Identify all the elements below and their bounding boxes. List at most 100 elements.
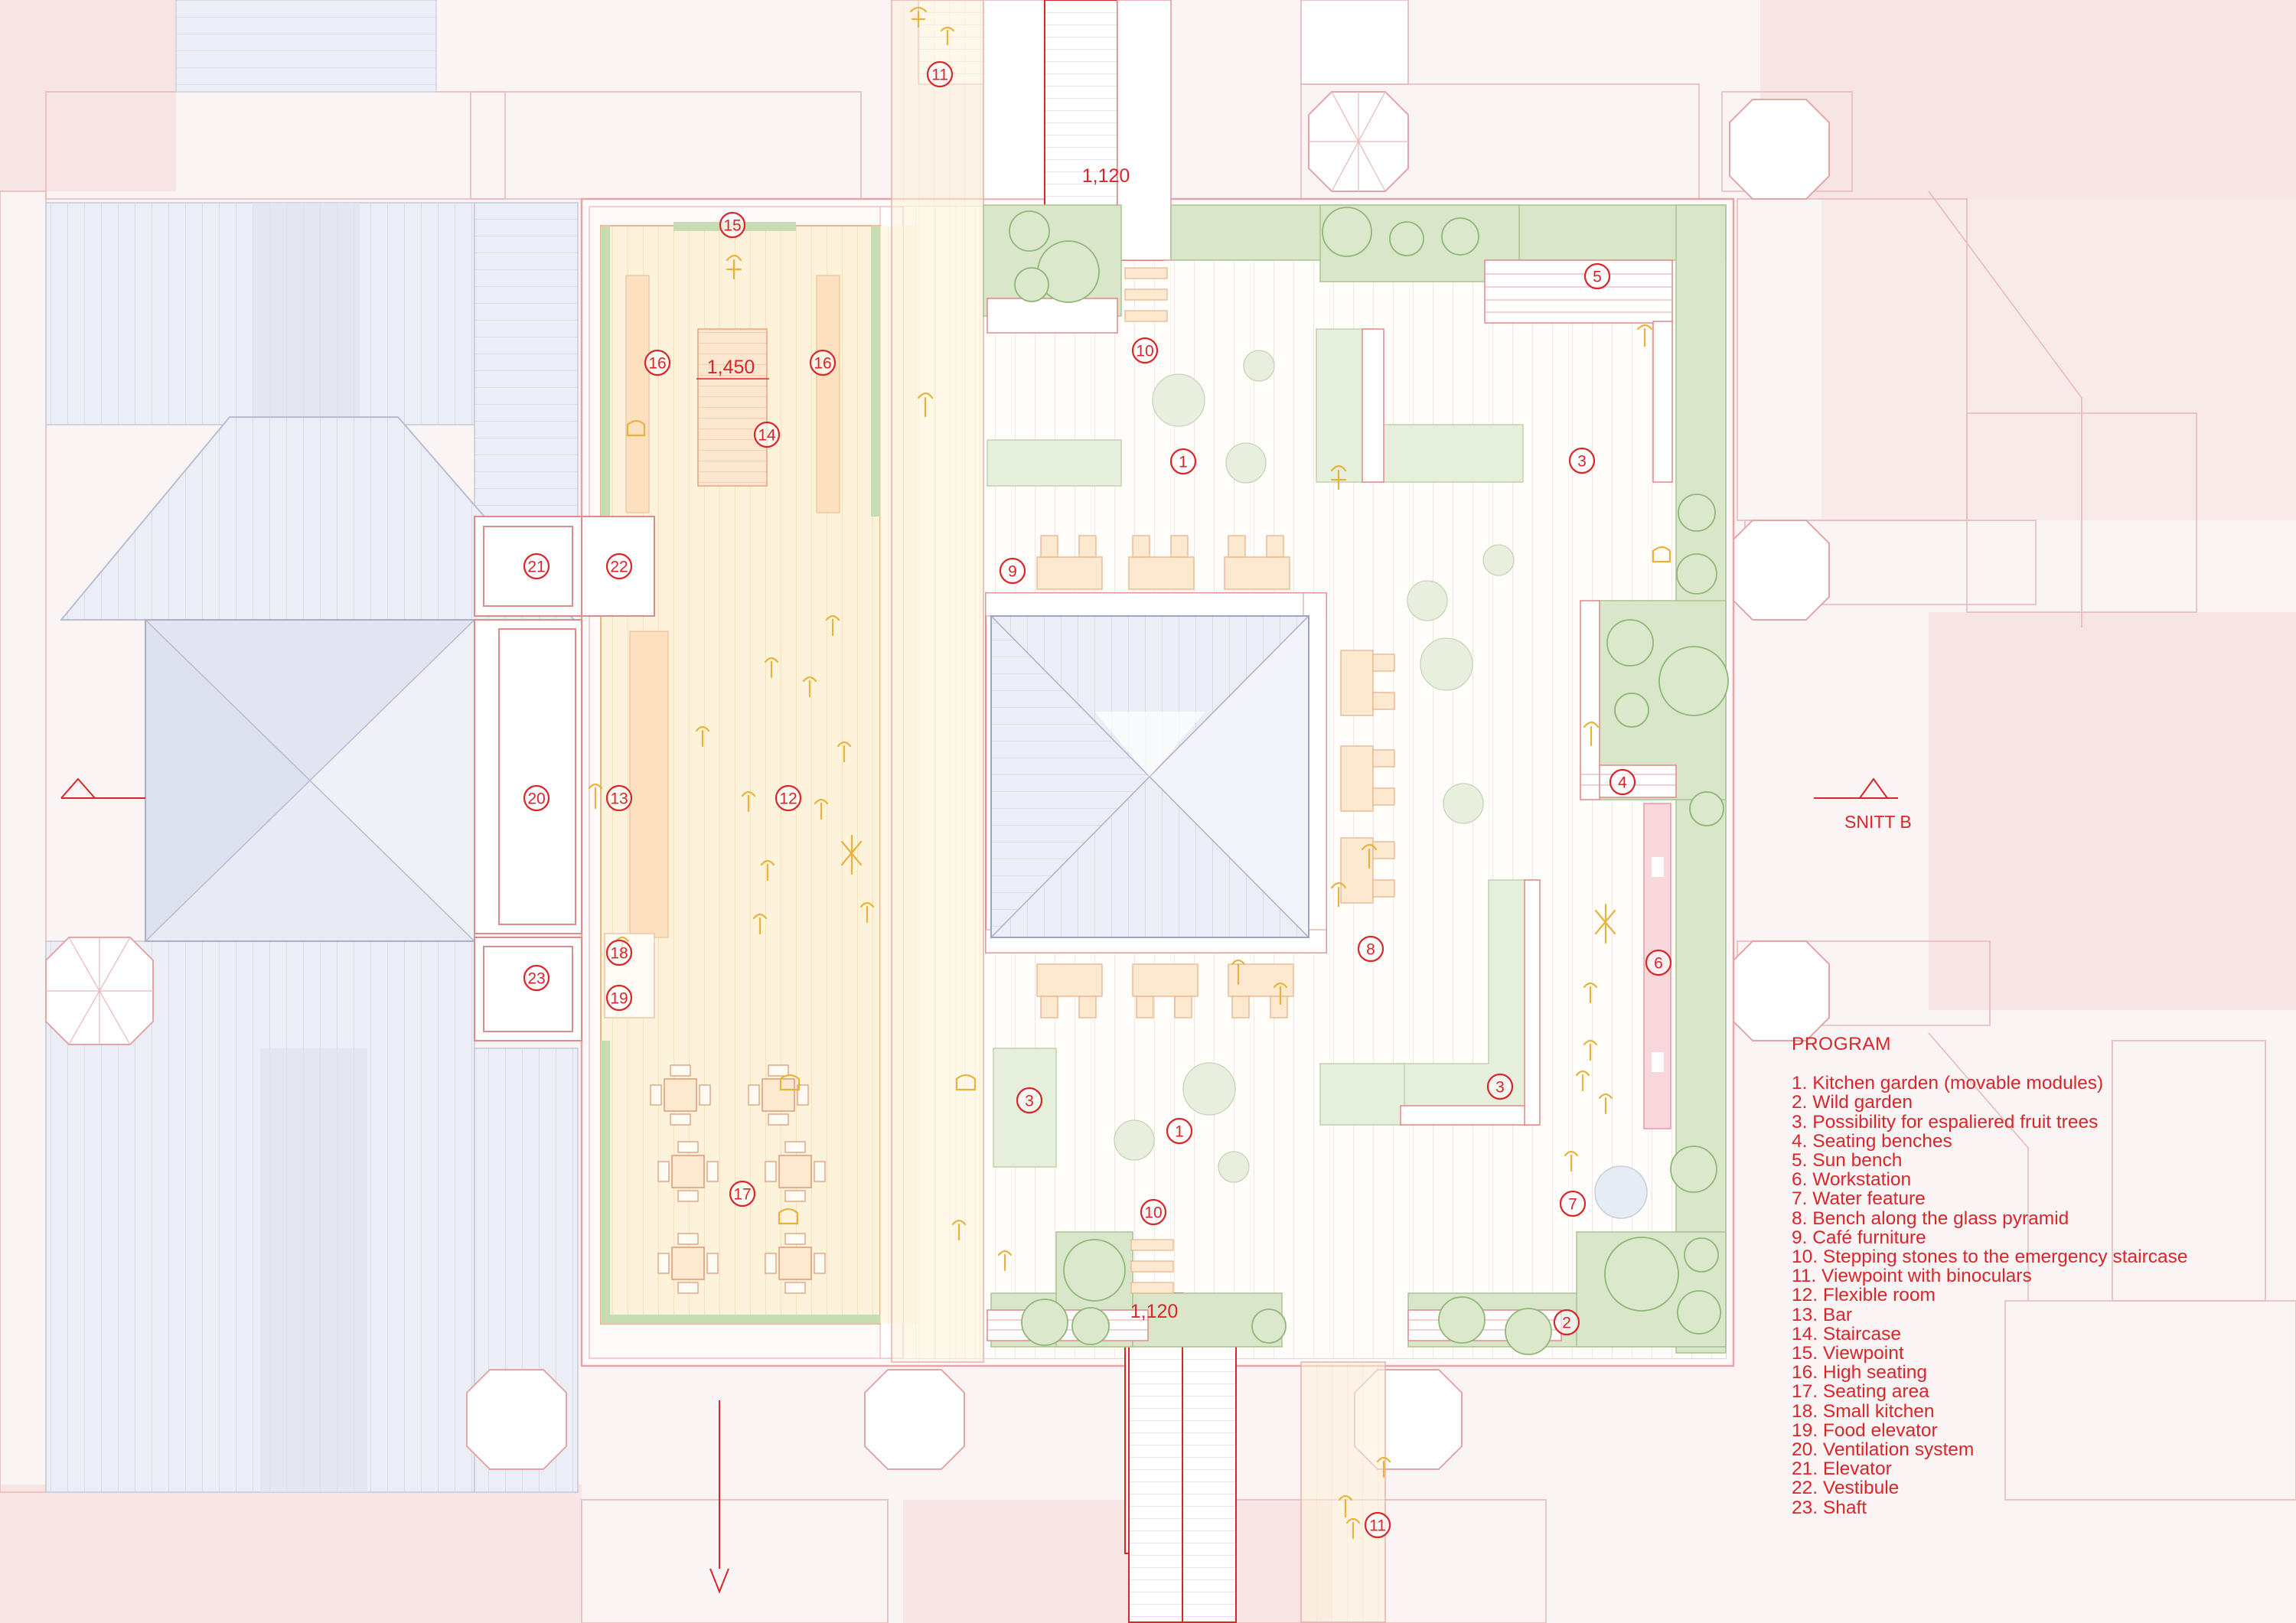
number-marker-label: 17 [733, 1186, 751, 1204]
number-marker: 16 [644, 349, 671, 376]
number-marker: 21 [523, 552, 550, 580]
legend-title: PROGRAM [1792, 1034, 1892, 1054]
number-marker-label: 4 [1618, 774, 1627, 792]
legend-item: 22. Vestibule [1792, 1478, 1900, 1499]
number-marker: 2 [1553, 1309, 1580, 1336]
number-marker-label: 10 [1136, 343, 1153, 360]
number-marker-label: 3 [1025, 1093, 1034, 1110]
number-marker: 12 [775, 784, 802, 812]
number-marker: 22 [605, 552, 633, 580]
number-marker: 13 [605, 784, 633, 812]
number-marker-label: 8 [1366, 941, 1375, 959]
number-marker: 10 [1140, 1198, 1167, 1226]
number-marker-label: 14 [758, 427, 776, 445]
legend-item: 20. Ventilation system [1792, 1439, 1975, 1461]
legend-item: 12. Flexible room [1792, 1285, 1936, 1306]
wild-garden-trees [1009, 207, 1729, 1355]
section-marks [60, 777, 1898, 1594]
number-marker-label: 18 [610, 945, 628, 963]
legend-item: 9. Café furniture [1792, 1227, 1926, 1248]
legend-item: 1. Kitchen garden (movable modules) [1792, 1073, 2104, 1094]
legend-item: 21. Elevator [1792, 1458, 1892, 1480]
number-marker-label: 11 [931, 67, 948, 84]
number-marker-label: 22 [610, 559, 628, 576]
cafe-furniture [1036, 535, 1395, 1018]
seating-chairs [650, 1064, 826, 1294]
legend-item: 8. Bench along the glass pyramid [1792, 1207, 2069, 1229]
service-rooms [474, 516, 655, 1041]
number-marker: 11 [1364, 1511, 1391, 1539]
dimension-labels: 1,120 1,450 1,120 [696, 165, 1178, 1322]
number-marker-label: 12 [779, 790, 797, 808]
legend-item: 7. Water feature [1792, 1188, 1926, 1210]
number-marker: 15 [719, 211, 746, 239]
number-marker: 8 [1357, 935, 1384, 963]
program-legend: PROGRAM 1. Kitchen garden (movable modul… [1792, 1035, 2266, 1517]
legend-item: 19. Food elevator [1792, 1419, 1938, 1441]
legend-item: 15. Viewpoint [1792, 1343, 1904, 1364]
legend-item: 14. Staircase [1792, 1323, 1901, 1344]
section-label: SNITT B [1844, 812, 1912, 832]
number-marker-label: 6 [1654, 955, 1663, 973]
number-marker-label: 11 [1369, 1517, 1386, 1535]
number-marker: 7 [1559, 1190, 1587, 1217]
number-marker-label: 16 [648, 355, 666, 373]
octagon-radial-lines [46, 91, 1408, 1045]
number-marker: 14 [753, 421, 781, 448]
number-marker-label: 7 [1568, 1196, 1577, 1214]
number-marker-label: 9 [1008, 563, 1017, 581]
number-marker: 11 [926, 60, 954, 88]
stepping-stones [1124, 267, 1174, 1294]
legend-item: 16. High seating [1792, 1362, 1928, 1383]
number-marker-label: 23 [527, 970, 545, 988]
stair-corridors [891, 0, 1386, 1623]
people-figures [588, 6, 1671, 1540]
number-marker: 18 [605, 939, 633, 966]
number-marker-label: 20 [527, 790, 545, 808]
number-marker: 3 [1016, 1087, 1043, 1114]
legend-list: 1. Kitchen garden (movable modules)2. Wi… [1792, 1074, 2266, 1517]
number-marker-label: 16 [814, 355, 831, 373]
seating-tables [664, 1078, 812, 1280]
number-marker: 6 [1645, 949, 1672, 976]
left-glass-pyramid [59, 416, 576, 943]
legend-item: 23. Shaft [1792, 1497, 1867, 1518]
number-marker-label: 15 [723, 217, 741, 235]
legend-item: 5. Sun bench [1792, 1150, 1903, 1172]
central-glass-pyramid [985, 592, 1327, 953]
number-marker-label: 2 [1562, 1315, 1571, 1332]
number-marker: 19 [605, 984, 633, 1012]
dimension-label-top: 1,120 [1082, 165, 1130, 187]
number-marker-label: 3 [1577, 453, 1587, 471]
number-marker-label: 21 [527, 559, 545, 576]
legend-item: 11. Viewpoint with binoculars [1792, 1266, 2032, 1287]
number-marker-label: 10 [1144, 1204, 1162, 1222]
number-marker: 4 [1609, 768, 1636, 796]
legend-item: 18. Small kitchen [1792, 1400, 1935, 1422]
number-marker: 1 [1166, 1117, 1193, 1145]
number-marker-label: 1 [1175, 1123, 1184, 1141]
number-marker: 16 [809, 349, 837, 376]
dimension-label-staircase: 1,450 [707, 357, 755, 378]
number-marker: 17 [729, 1180, 756, 1207]
legend-item: 6. Workstation [1792, 1169, 1912, 1191]
dimension-label-bottom: 1,120 [1130, 1301, 1179, 1322]
number-marker: 10 [1131, 337, 1159, 364]
number-marker-label: 13 [610, 790, 628, 808]
water-feature [1594, 1165, 1648, 1219]
legend-item: 10. Stepping stones to the emergency sta… [1792, 1247, 2188, 1268]
number-marker-label: 5 [1593, 269, 1602, 286]
number-marker: 3 [1486, 1073, 1514, 1100]
number-marker: 20 [523, 784, 550, 812]
number-marker-label: 3 [1495, 1079, 1505, 1097]
number-marker: 1 [1169, 448, 1197, 475]
legend-item: 13. Bar [1792, 1304, 1852, 1325]
legend-item: 17. Seating area [1792, 1381, 1929, 1403]
legend-item: 3. Possibility for espaliered fruit tree… [1792, 1111, 2099, 1133]
number-marker: 23 [523, 964, 550, 992]
kitchen-garden-modules [1114, 350, 1515, 1183]
number-marker-label: 19 [610, 990, 628, 1008]
